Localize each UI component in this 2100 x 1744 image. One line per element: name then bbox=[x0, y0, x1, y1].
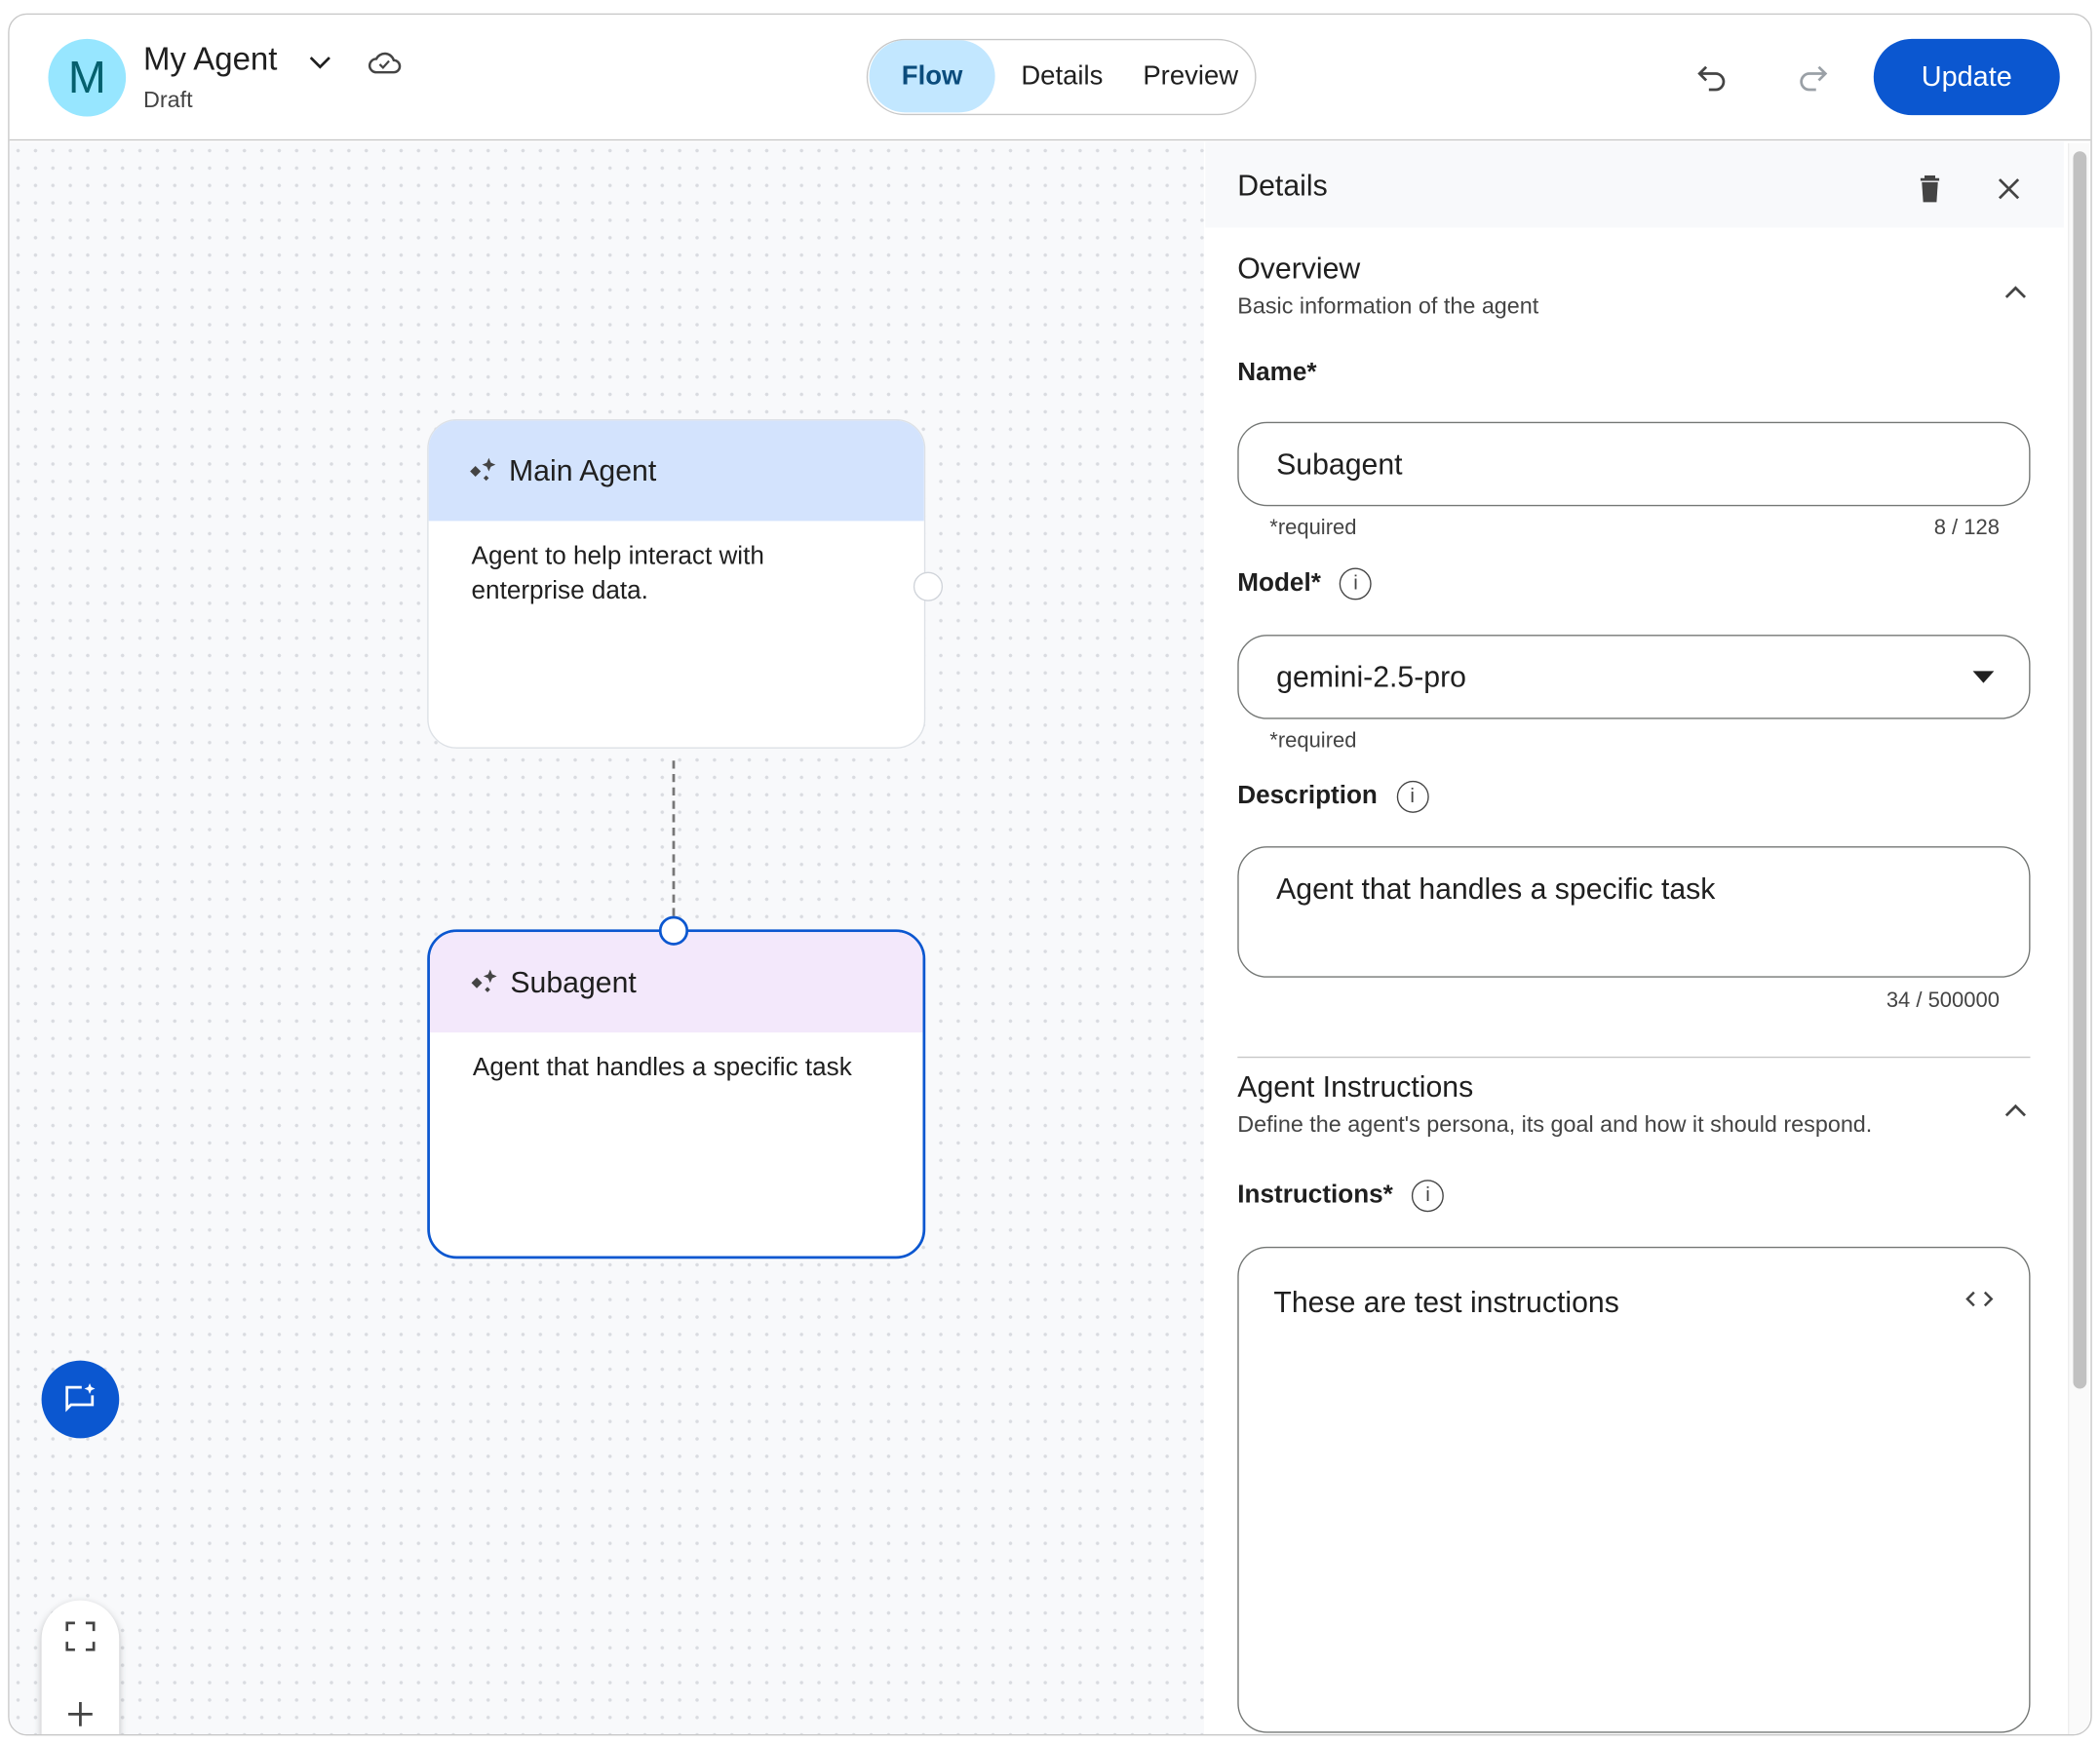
name-label: Name* bbox=[1237, 359, 1317, 387]
chevron-up-icon[interactable] bbox=[2003, 1101, 2029, 1119]
node-description: Agent to help interact with enterprise d… bbox=[471, 542, 764, 605]
instructions-label: Instructions* bbox=[1237, 1181, 1393, 1210]
sparkle-icon bbox=[470, 457, 496, 481]
model-select[interactable]: gemini-2.5-pro bbox=[1237, 635, 2031, 719]
chevron-up-icon[interactable] bbox=[2003, 283, 2029, 301]
tab-flow[interactable]: Flow bbox=[869, 40, 995, 113]
dropdown-arrow-icon bbox=[1972, 671, 1995, 683]
details-panel: Details Overview Basic information of th… bbox=[1205, 141, 2064, 1734]
description-label: Description bbox=[1237, 782, 1378, 811]
info-icon[interactable]: i bbox=[1340, 567, 1373, 601]
avatar[interactable]: M bbox=[48, 38, 127, 117]
panel-header: Details bbox=[1205, 141, 2064, 228]
section-divider bbox=[1237, 1056, 2031, 1059]
node-title: Main Agent bbox=[509, 452, 657, 487]
node-header: Main Agent bbox=[428, 420, 924, 522]
agent-title: My Agent bbox=[142, 41, 278, 78]
node-main-agent[interactable]: Main Agent Agent to help interact with e… bbox=[427, 418, 926, 749]
cloud-check-icon[interactable] bbox=[367, 47, 402, 76]
name-counter: 8 / 128 bbox=[1933, 517, 2000, 540]
model-value: gemini-2.5-pro bbox=[1276, 659, 1466, 693]
overview-subtitle: Basic information of the agent bbox=[1237, 292, 1539, 319]
info-icon[interactable]: i bbox=[1396, 780, 1429, 813]
instructions-editor[interactable]: These are test instructions bbox=[1237, 1246, 2031, 1733]
zoom-controls bbox=[41, 1600, 120, 1734]
instructions-label-row: Instructions* i bbox=[1237, 1180, 1445, 1213]
chat-sparkle-icon bbox=[65, 1383, 96, 1413]
tab-preview[interactable]: Preview bbox=[1143, 60, 1239, 91]
node-subagent[interactable]: Subagent Agent that handles a specific t… bbox=[427, 929, 926, 1260]
app-window: M My Agent Draft Flow Details Preview Up… bbox=[8, 13, 2092, 1736]
description-textarea[interactable]: Agent that handles a specific task bbox=[1237, 846, 2031, 978]
instructions-value: These are test instructions bbox=[1273, 1285, 1619, 1320]
name-hint: *required bbox=[1269, 517, 1357, 540]
node-description: Agent that handles a specific task bbox=[472, 1054, 852, 1082]
zoom-in-icon[interactable] bbox=[65, 1699, 95, 1728]
node-title: Subagent bbox=[510, 964, 637, 999]
input-handle[interactable] bbox=[658, 915, 689, 946]
description-label-row: Description i bbox=[1237, 780, 1429, 813]
redo-icon[interactable] bbox=[1795, 61, 1830, 94]
undo-icon[interactable] bbox=[1695, 61, 1731, 94]
model-label-row: Model* i bbox=[1237, 567, 1373, 601]
sparkle-icon bbox=[471, 968, 497, 992]
update-button[interactable]: Update bbox=[1873, 38, 2060, 116]
output-handle[interactable] bbox=[913, 571, 944, 601]
description-counter: 34 / 500000 bbox=[1886, 989, 2000, 1013]
info-icon[interactable]: i bbox=[1412, 1180, 1445, 1213]
fit-screen-icon[interactable] bbox=[65, 1621, 96, 1651]
flow-canvas[interactable]: Main Agent Agent to help interact with e… bbox=[9, 141, 1204, 1734]
overview-title: Overview bbox=[1237, 252, 1361, 286]
name-input[interactable]: Subagent bbox=[1237, 421, 2031, 507]
scrollbar[interactable] bbox=[2067, 142, 2089, 1734]
delete-icon[interactable] bbox=[1917, 174, 1943, 204]
connection-edge bbox=[672, 760, 676, 916]
model-label: Model* bbox=[1237, 568, 1321, 598]
instructions-section-title: Agent Instructions bbox=[1237, 1069, 1474, 1104]
close-icon[interactable] bbox=[1996, 175, 2022, 202]
node-header: Subagent bbox=[429, 932, 923, 1033]
ai-chat-button[interactable] bbox=[41, 1360, 120, 1439]
code-icon[interactable] bbox=[1964, 1288, 1994, 1309]
instructions-section-subtitle: Define the agent's persona, its goal and… bbox=[1237, 1111, 1873, 1138]
agent-status: Draft bbox=[142, 87, 193, 113]
chevron-down-icon[interactable] bbox=[307, 50, 333, 76]
model-hint: *required bbox=[1269, 729, 1357, 754]
tab-details[interactable]: Details bbox=[1021, 60, 1104, 91]
scrollbar-thumb[interactable] bbox=[2073, 151, 2087, 1389]
view-switcher: Flow Details Preview bbox=[866, 38, 1257, 116]
top-bar: M My Agent Draft Flow Details Preview Up… bbox=[9, 15, 2091, 141]
panel-title: Details bbox=[1237, 169, 1328, 203]
